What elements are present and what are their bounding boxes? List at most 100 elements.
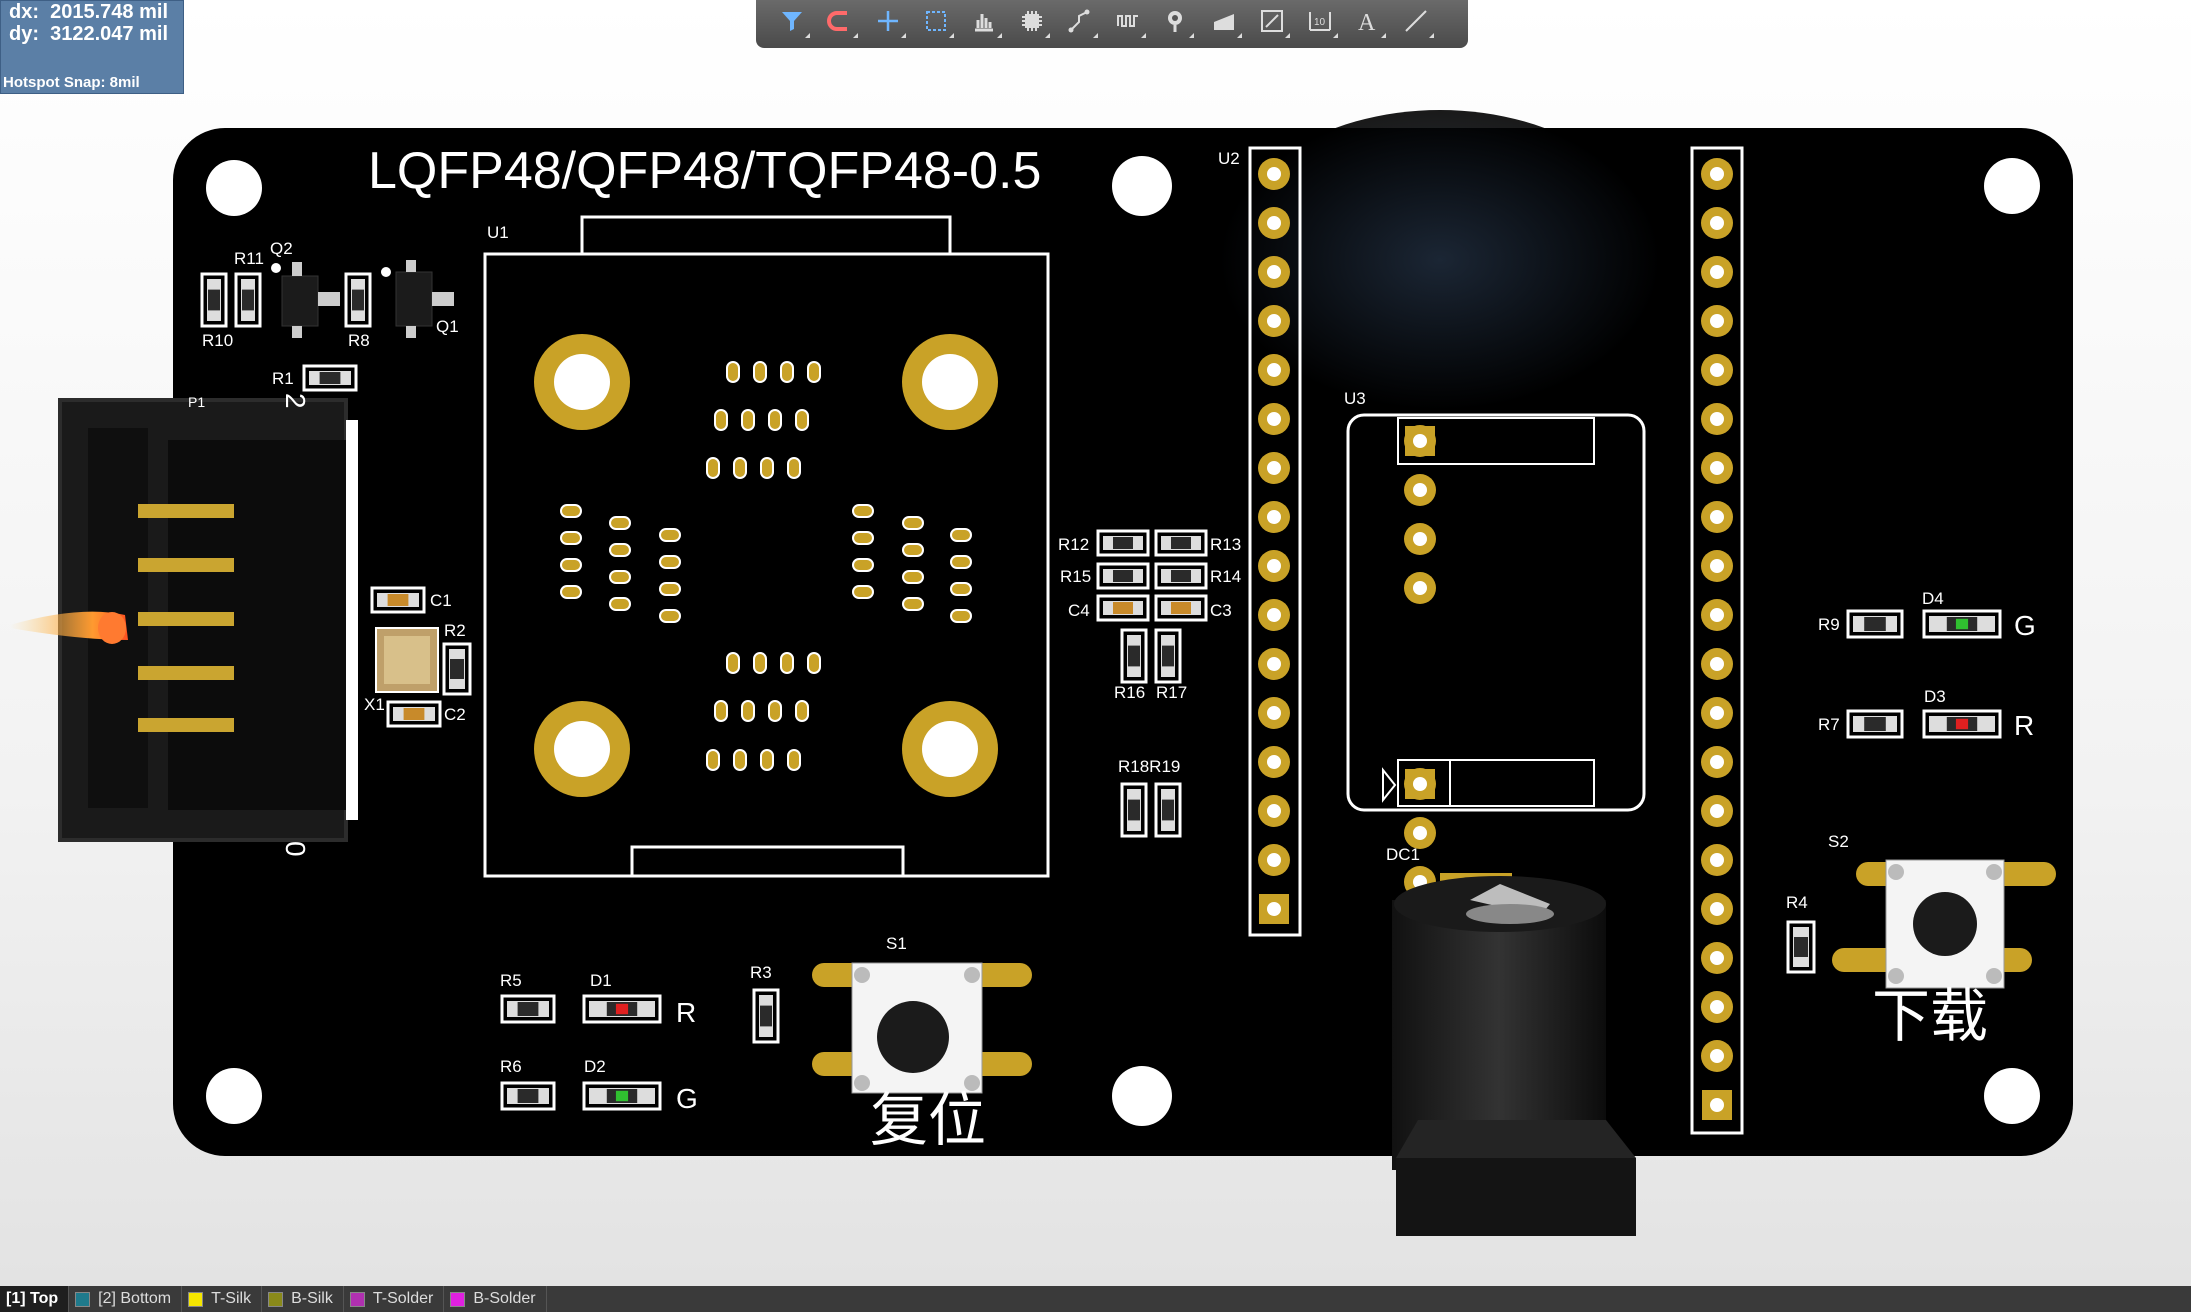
- r16-resistor: [1120, 628, 1148, 684]
- x1-crystal: [375, 627, 439, 693]
- via-pin-icon: [1163, 8, 1189, 41]
- u1-pad: [768, 700, 782, 722]
- route-tool-button[interactable]: [1058, 4, 1102, 44]
- p1-pin-mark-bottom: 0: [280, 841, 311, 857]
- layer-stack-tool-button[interactable]: [1202, 4, 1246, 44]
- d2-color-label: G: [676, 1083, 698, 1114]
- q1-sot23: [381, 260, 454, 338]
- u1-pad: [807, 361, 821, 383]
- u1-pad: [760, 749, 774, 771]
- designator-d1: D1: [590, 971, 612, 990]
- u2-outline: [1248, 146, 1302, 937]
- line-icon: [1403, 8, 1429, 41]
- u1-pad: [706, 749, 720, 771]
- filter-icon: [779, 8, 805, 41]
- d3-led: [1922, 709, 2002, 739]
- u1-pad: [902, 543, 924, 557]
- r15-resistor: [1096, 562, 1150, 590]
- designator-r12: R12: [1058, 535, 1089, 554]
- crosshair-tool-button[interactable]: [866, 4, 910, 44]
- layer-tab[interactable]: B-Solder: [444, 1286, 547, 1312]
- chip-icon: [1019, 8, 1045, 41]
- designator-d3: D3: [1924, 687, 1946, 706]
- designator-r6: R6: [500, 1057, 522, 1076]
- r4-resistor: [1786, 920, 1816, 974]
- u1-pad: [852, 531, 874, 545]
- p1-pin: [138, 558, 234, 572]
- dimension-tool-button[interactable]: 10: [1298, 4, 1342, 44]
- designator-r13: R13: [1210, 535, 1241, 554]
- r7-resistor: [1846, 709, 1904, 739]
- hotspot-snap-text: Hotspot Snap: 8mil: [3, 74, 140, 91]
- dx-label: dx:: [9, 1, 39, 23]
- dc1-barrel-jack: [1392, 873, 1636, 1236]
- right-header-outline: [1690, 146, 1744, 1135]
- s1-tact-switch: [812, 962, 1032, 1094]
- u1-pad: [902, 597, 924, 611]
- text-tool-button[interactable]: A: [1346, 4, 1390, 44]
- designator-r8: R8: [348, 331, 370, 350]
- c2-capacitor: [386, 700, 442, 728]
- r9-resistor: [1846, 609, 1904, 639]
- designator-r4: R4: [1786, 893, 1808, 912]
- u1-pad: [787, 749, 801, 771]
- diff-pair-tool-button[interactable]: [1106, 4, 1150, 44]
- bar-chart-tool-button[interactable]: [962, 4, 1006, 44]
- u1-pad: [726, 652, 740, 674]
- line-tool-button[interactable]: [1394, 4, 1438, 44]
- u1-pad: [760, 457, 774, 479]
- polygon-tool-button[interactable]: [1250, 4, 1294, 44]
- designator-c4: C4: [1068, 601, 1090, 620]
- u1-pad: [950, 609, 972, 623]
- measurement-readout: dx: 2015.748 mil dy: 3122.047 mil Hotspo…: [0, 0, 184, 94]
- via-pin-tool-button[interactable]: [1154, 4, 1198, 44]
- layer-tab[interactable]: B-Silk: [262, 1286, 344, 1312]
- select-area-tool-button[interactable]: [914, 4, 958, 44]
- svg-text:A: A: [1358, 10, 1376, 34]
- layer-tab[interactable]: T-Solder: [344, 1286, 445, 1312]
- u1-pad: [741, 700, 755, 722]
- designator-r9: R9: [1818, 615, 1840, 634]
- u1-pad: [659, 528, 681, 542]
- r11-resistor: [234, 272, 262, 328]
- r2-resistor: [442, 642, 472, 696]
- u1-pad: [560, 585, 582, 599]
- u1-pad: [714, 409, 728, 431]
- layer-tab[interactable]: T-Silk: [182, 1286, 263, 1312]
- u1-pad: [852, 558, 874, 572]
- p1-pin: [138, 504, 234, 518]
- dy-value: 3122.047 mil: [50, 23, 168, 45]
- designator-r17: R17: [1156, 683, 1187, 702]
- filter-tool-button[interactable]: [770, 4, 814, 44]
- u1-pad: [780, 652, 794, 674]
- svg-text:10: 10: [1314, 17, 1326, 28]
- u1-pad: [950, 555, 972, 569]
- layer-tab-label: [2] Bottom: [98, 1290, 172, 1307]
- s1-label: S1: [886, 934, 907, 953]
- p1-label: P1: [188, 394, 205, 410]
- magnet-snap-tool-button[interactable]: [818, 4, 862, 44]
- layer-tab[interactable]: [2] Bottom: [69, 1286, 183, 1312]
- designator-r18r19: R18R19: [1118, 757, 1180, 776]
- bar-chart-icon: [971, 8, 997, 41]
- u1-pad: [560, 504, 582, 518]
- r8-resistor: [344, 272, 372, 328]
- r12-resistor: [1096, 529, 1150, 557]
- designator-r1: R1: [272, 369, 294, 388]
- u1-pad: [780, 361, 794, 383]
- designator-d4: D4: [1922, 589, 1944, 608]
- designator-r15: R15: [1060, 567, 1091, 586]
- r5-resistor: [500, 994, 556, 1024]
- layer-tab-label: B-Silk: [291, 1290, 333, 1307]
- layer-tab[interactable]: [1] Top: [0, 1286, 70, 1312]
- chip-tool-button[interactable]: [1010, 4, 1054, 44]
- u2-header-pins: [1258, 158, 1290, 924]
- layer-tab-label: T-Solder: [372, 1290, 434, 1307]
- layer-tab-label: T-Silk: [211, 1290, 252, 1307]
- designator-c2: C2: [444, 705, 466, 724]
- download-label: 下载: [1872, 982, 1988, 1050]
- layer-color-swatch: [188, 1291, 204, 1307]
- layer-color-swatch: [349, 1291, 365, 1307]
